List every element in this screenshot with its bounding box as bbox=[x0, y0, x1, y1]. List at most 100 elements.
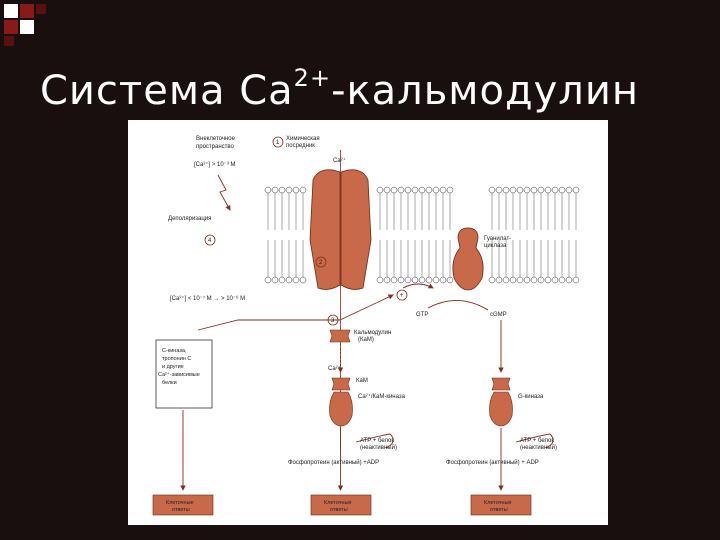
c-kinase-box bbox=[155, 339, 213, 409]
calmodulin-label-2: (КаМ) bbox=[358, 337, 374, 343]
resp-left-2: ответы bbox=[172, 507, 190, 513]
lipid-head bbox=[551, 186, 559, 194]
step-markers bbox=[204, 136, 408, 326]
lipid-head bbox=[411, 186, 419, 194]
lipid-head bbox=[432, 186, 440, 194]
lipid-head bbox=[404, 186, 412, 194]
lipid-head bbox=[446, 186, 454, 194]
lipid-head bbox=[264, 276, 272, 284]
membrane bbox=[264, 186, 580, 284]
calmodulin-label-1: Кальмодулин bbox=[354, 330, 391, 336]
atp-right-2: (неактивный) bbox=[520, 444, 557, 451]
guanylate-cyclase-2: циклаза bbox=[484, 243, 507, 249]
lipid-head bbox=[544, 276, 552, 284]
lipid-head bbox=[264, 186, 272, 194]
lipid-head bbox=[383, 186, 391, 194]
lipid-head bbox=[509, 186, 517, 194]
c-kinase-text-5: белки bbox=[162, 380, 177, 386]
lipid-head bbox=[425, 186, 433, 194]
lipid-head bbox=[299, 276, 307, 284]
phospho-right: Фосфопротеин (активный) + ADP bbox=[446, 459, 539, 466]
lipid-head bbox=[446, 276, 454, 284]
lipid-head bbox=[488, 276, 496, 284]
lipid-head bbox=[411, 276, 419, 284]
ca-out-concentration: [Ca²⁺] > 10⁻³ M bbox=[194, 161, 236, 168]
cgmp-label: cGMP bbox=[490, 312, 507, 318]
title-superscript: 2+ bbox=[293, 64, 332, 92]
calcium-channel bbox=[309, 150, 372, 450]
guanylate-cyclase bbox=[452, 227, 484, 291]
c-kinase-text-3: и другие bbox=[162, 364, 184, 370]
lipid-head bbox=[383, 276, 391, 284]
atp-right-1: ATP + белок bbox=[520, 438, 554, 444]
kam-label: КаМ bbox=[356, 378, 368, 384]
lipid-head bbox=[299, 186, 307, 194]
lipid-head bbox=[502, 186, 510, 194]
lipid-head bbox=[537, 276, 545, 284]
slide-title: Система Ca2+-кальмодулин bbox=[40, 64, 639, 114]
lipid-head bbox=[292, 276, 300, 284]
lipid-head bbox=[425, 276, 433, 284]
corner-decoration bbox=[4, 4, 46, 46]
plus-sign: + bbox=[400, 293, 404, 299]
lipid-head bbox=[558, 276, 566, 284]
lipid-head bbox=[488, 186, 496, 194]
lipid-head bbox=[502, 276, 510, 284]
lipid-head bbox=[285, 276, 293, 284]
lipid-head bbox=[537, 186, 545, 194]
title-rest: -кальмодулин bbox=[331, 68, 639, 114]
lipid-head bbox=[376, 276, 384, 284]
g-kinase bbox=[489, 377, 513, 427]
response-box-middle bbox=[310, 494, 372, 516]
lipid-head bbox=[390, 186, 398, 194]
num-1: 1 bbox=[276, 140, 280, 146]
atp-mid-1: ATP + белок bbox=[360, 438, 394, 444]
resp-right-1: Клеточные bbox=[484, 500, 512, 506]
response-box-left bbox=[152, 494, 214, 516]
ca-in-concentration: [Ca²⁺] < 10⁻⁷ M → > 10⁻⁶ M bbox=[170, 295, 245, 302]
gtp-label: GTP bbox=[416, 312, 428, 318]
num-4: 4 bbox=[208, 238, 212, 244]
num-3: 3 bbox=[331, 318, 335, 324]
c-kinase-text-2: тропонин C bbox=[162, 356, 191, 362]
lipid-head bbox=[439, 186, 447, 194]
lipid-head bbox=[572, 276, 580, 284]
lipid-head bbox=[509, 276, 517, 284]
lipid-head bbox=[376, 186, 384, 194]
lipid-head bbox=[551, 276, 559, 284]
num-2: 2 bbox=[319, 260, 323, 266]
extracellular-label-2: пространство bbox=[196, 144, 235, 150]
lipid-head bbox=[404, 276, 412, 284]
guanylate-cyclase-1: Гуанилат- bbox=[484, 236, 511, 242]
lipid-head bbox=[572, 186, 580, 194]
extracellular-label-1: Внеклеточное bbox=[196, 136, 236, 142]
diagram-svg: Внеклеточное пространство [Ca²⁺] > 10⁻³ … bbox=[152, 136, 580, 516]
arrows bbox=[180, 174, 554, 491]
lipid-head bbox=[565, 276, 573, 284]
lipid-head bbox=[418, 186, 426, 194]
lipid-head bbox=[565, 186, 573, 194]
g-kinase-label: G-киназа bbox=[518, 394, 544, 400]
lipid-head bbox=[278, 186, 286, 194]
calmodulin-diagram: Внеклеточное пространство [Ca²⁺] > 10⁻³ … bbox=[128, 120, 608, 525]
lipid-head bbox=[285, 186, 293, 194]
lipid-head bbox=[292, 186, 300, 194]
calmodulin-shape bbox=[329, 329, 351, 343]
ca-kam-kinase bbox=[329, 377, 353, 427]
title-main: Система Ca bbox=[40, 68, 294, 114]
phospho-mid: Фосфопротеин (активный) +ADP bbox=[288, 459, 379, 466]
lipid-head bbox=[432, 276, 440, 284]
lipid-head bbox=[523, 276, 531, 284]
ca-ion-top: Ca²⁺ bbox=[333, 157, 346, 164]
resp-right-2: ответы bbox=[490, 507, 508, 513]
ca-kam-kinase-label: Ca²⁺/КаМ-киназа bbox=[358, 393, 406, 400]
atp-mid-2: (неактивный) bbox=[360, 444, 397, 451]
lipid-head bbox=[397, 276, 405, 284]
lipid-head bbox=[271, 186, 279, 194]
lipid-head bbox=[530, 186, 538, 194]
ca-small-label: Ca²⁺ bbox=[328, 365, 341, 372]
resp-mid-1: Клеточные bbox=[324, 500, 352, 506]
lipid-head bbox=[278, 276, 286, 284]
lipid-head bbox=[530, 276, 538, 284]
lipid-head bbox=[495, 276, 503, 284]
